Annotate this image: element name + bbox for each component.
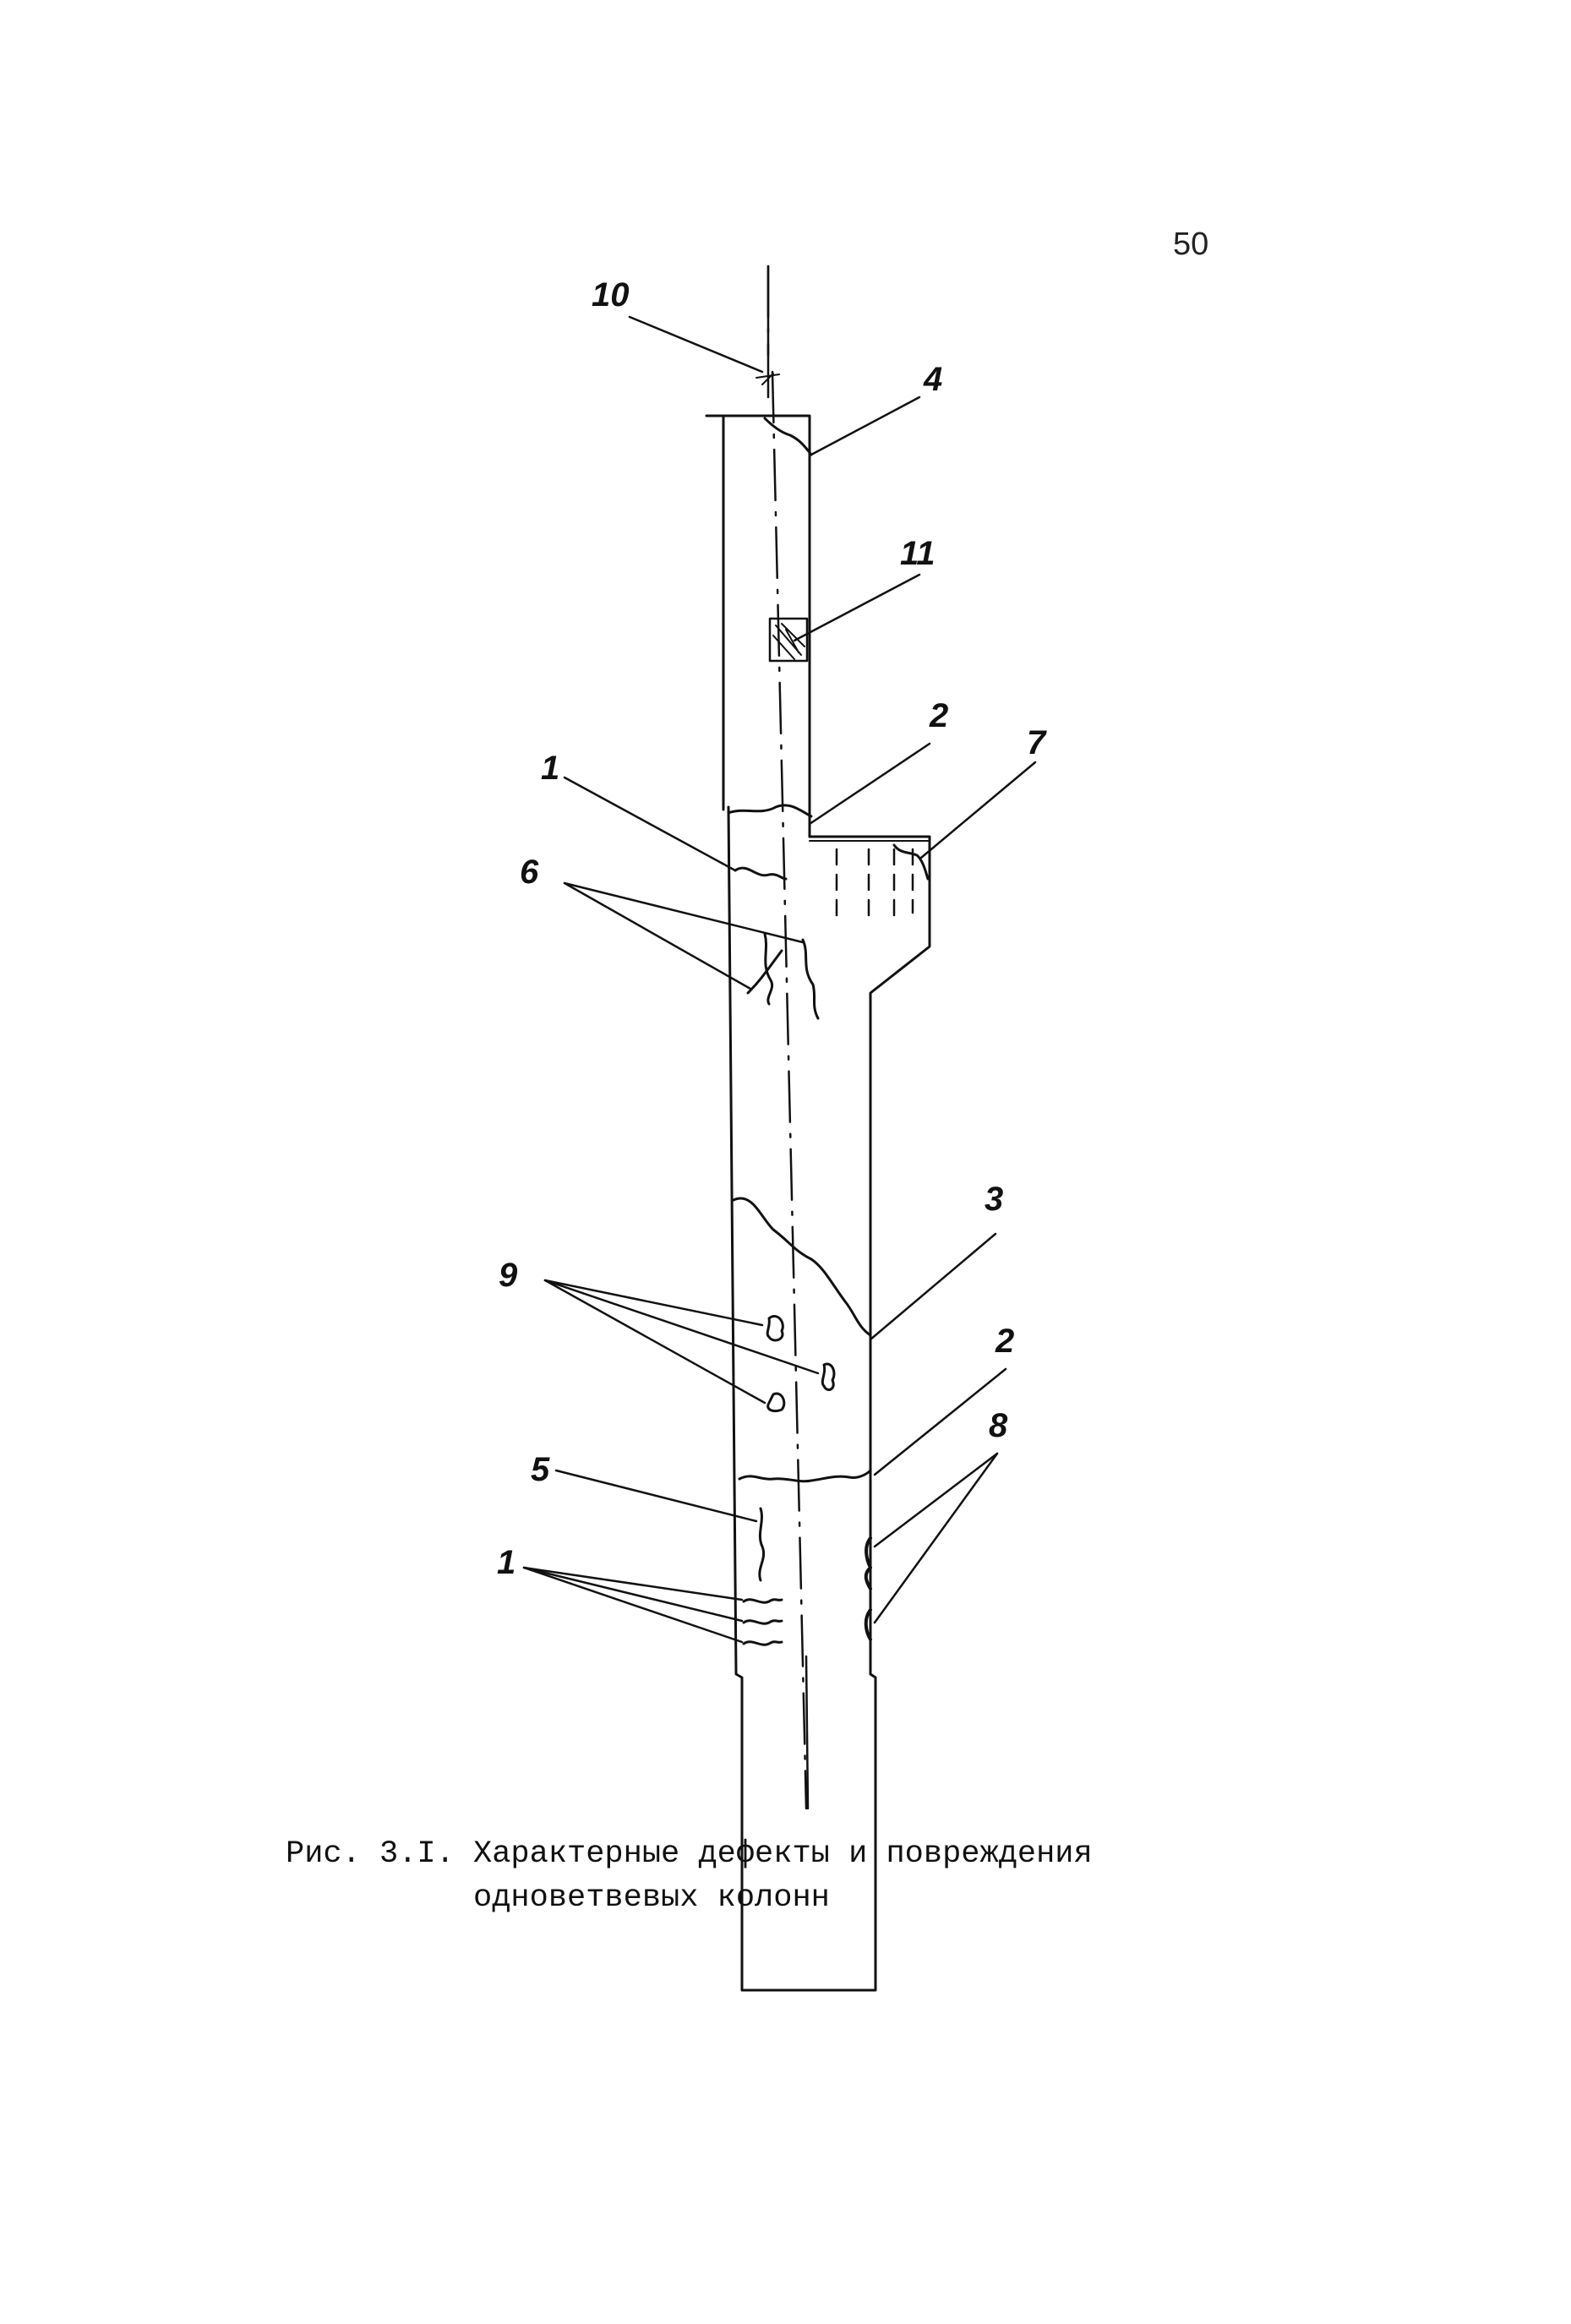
leader-1-lower-a xyxy=(522,1566,744,1601)
column-axis xyxy=(766,265,808,1810)
spall-8-b xyxy=(864,1608,872,1641)
crack-6-c xyxy=(746,949,783,995)
caption-line-1: Рис. 3.I. Характерные дефекты и поврежден… xyxy=(286,1832,1093,1876)
leader-lines xyxy=(522,315,1037,1644)
spall-9-b xyxy=(821,1362,836,1391)
crack-6-b xyxy=(801,938,820,1020)
crack-1-lower-b xyxy=(742,1619,783,1625)
label-4: 4 xyxy=(923,361,942,398)
crack-5 xyxy=(758,1507,766,1582)
crack-2-upper xyxy=(727,804,813,818)
crack-2-lower xyxy=(738,1469,872,1483)
leader-9-a xyxy=(543,1279,764,1327)
spall-8-a xyxy=(864,1536,872,1590)
leader-9-b xyxy=(543,1279,820,1375)
crack-1-upper xyxy=(734,866,788,881)
leader-6-a xyxy=(563,881,805,944)
leader-10 xyxy=(628,315,764,374)
leader-2-lower xyxy=(873,1367,1007,1476)
leader-2-upper xyxy=(808,742,931,826)
page-number: 50 xyxy=(1173,226,1209,262)
label-6: 6 xyxy=(520,854,539,891)
leader-9-c xyxy=(543,1279,766,1405)
label-11: 11 xyxy=(900,535,936,572)
caption-prefix: Рис. 3.I. xyxy=(286,1836,455,1872)
label-8: 8 xyxy=(989,1407,1008,1444)
axis-top-tick xyxy=(755,373,780,385)
label-9: 9 xyxy=(499,1257,518,1294)
leader-6-b xyxy=(563,881,752,990)
leader-5 xyxy=(554,1469,758,1523)
leader-4 xyxy=(810,396,921,456)
console-reinforcement xyxy=(835,848,914,923)
caption-text-1: Характерные дефекты и повреждения xyxy=(473,1836,1093,1872)
leader-3 xyxy=(869,1232,997,1341)
leader-1-lower-c xyxy=(522,1566,744,1644)
label-2-lower: 2 xyxy=(995,1323,1014,1360)
crack-3 xyxy=(732,1197,872,1337)
label-1-lower: 1 xyxy=(497,1544,515,1581)
leader-8-b xyxy=(873,1452,999,1624)
spall-9-a xyxy=(766,1315,784,1342)
label-5: 5 xyxy=(531,1451,550,1488)
spall-9-c xyxy=(766,1392,786,1413)
crack-1-lower-c xyxy=(742,1640,783,1646)
label-3: 3 xyxy=(985,1181,1003,1218)
leader-1-lower-b xyxy=(522,1566,744,1623)
column-upper-shaft xyxy=(722,414,811,838)
label-2-upper: 2 xyxy=(929,697,948,734)
crack-4 xyxy=(763,417,813,456)
leader-7 xyxy=(919,761,1037,859)
crack-1-lower-a xyxy=(742,1598,783,1604)
label-10: 10 xyxy=(592,276,630,314)
label-7: 7 xyxy=(1027,724,1047,761)
embedded-plate xyxy=(768,617,809,663)
embedded-plate-hatch xyxy=(772,623,805,660)
leader-1-upper xyxy=(563,776,737,872)
label-1-upper: 1 xyxy=(541,750,559,787)
caption-line-2: одноветвевых колонн xyxy=(473,1880,830,1916)
crack-7 xyxy=(892,843,930,881)
figure-caption: Рис. 3.I. Характерные дефекты и поврежден… xyxy=(286,1832,1093,1920)
leader-11 xyxy=(793,573,921,642)
crack-6-a xyxy=(763,932,774,1006)
column-lower-outline xyxy=(727,805,931,1992)
leader-8-a xyxy=(873,1452,999,1548)
